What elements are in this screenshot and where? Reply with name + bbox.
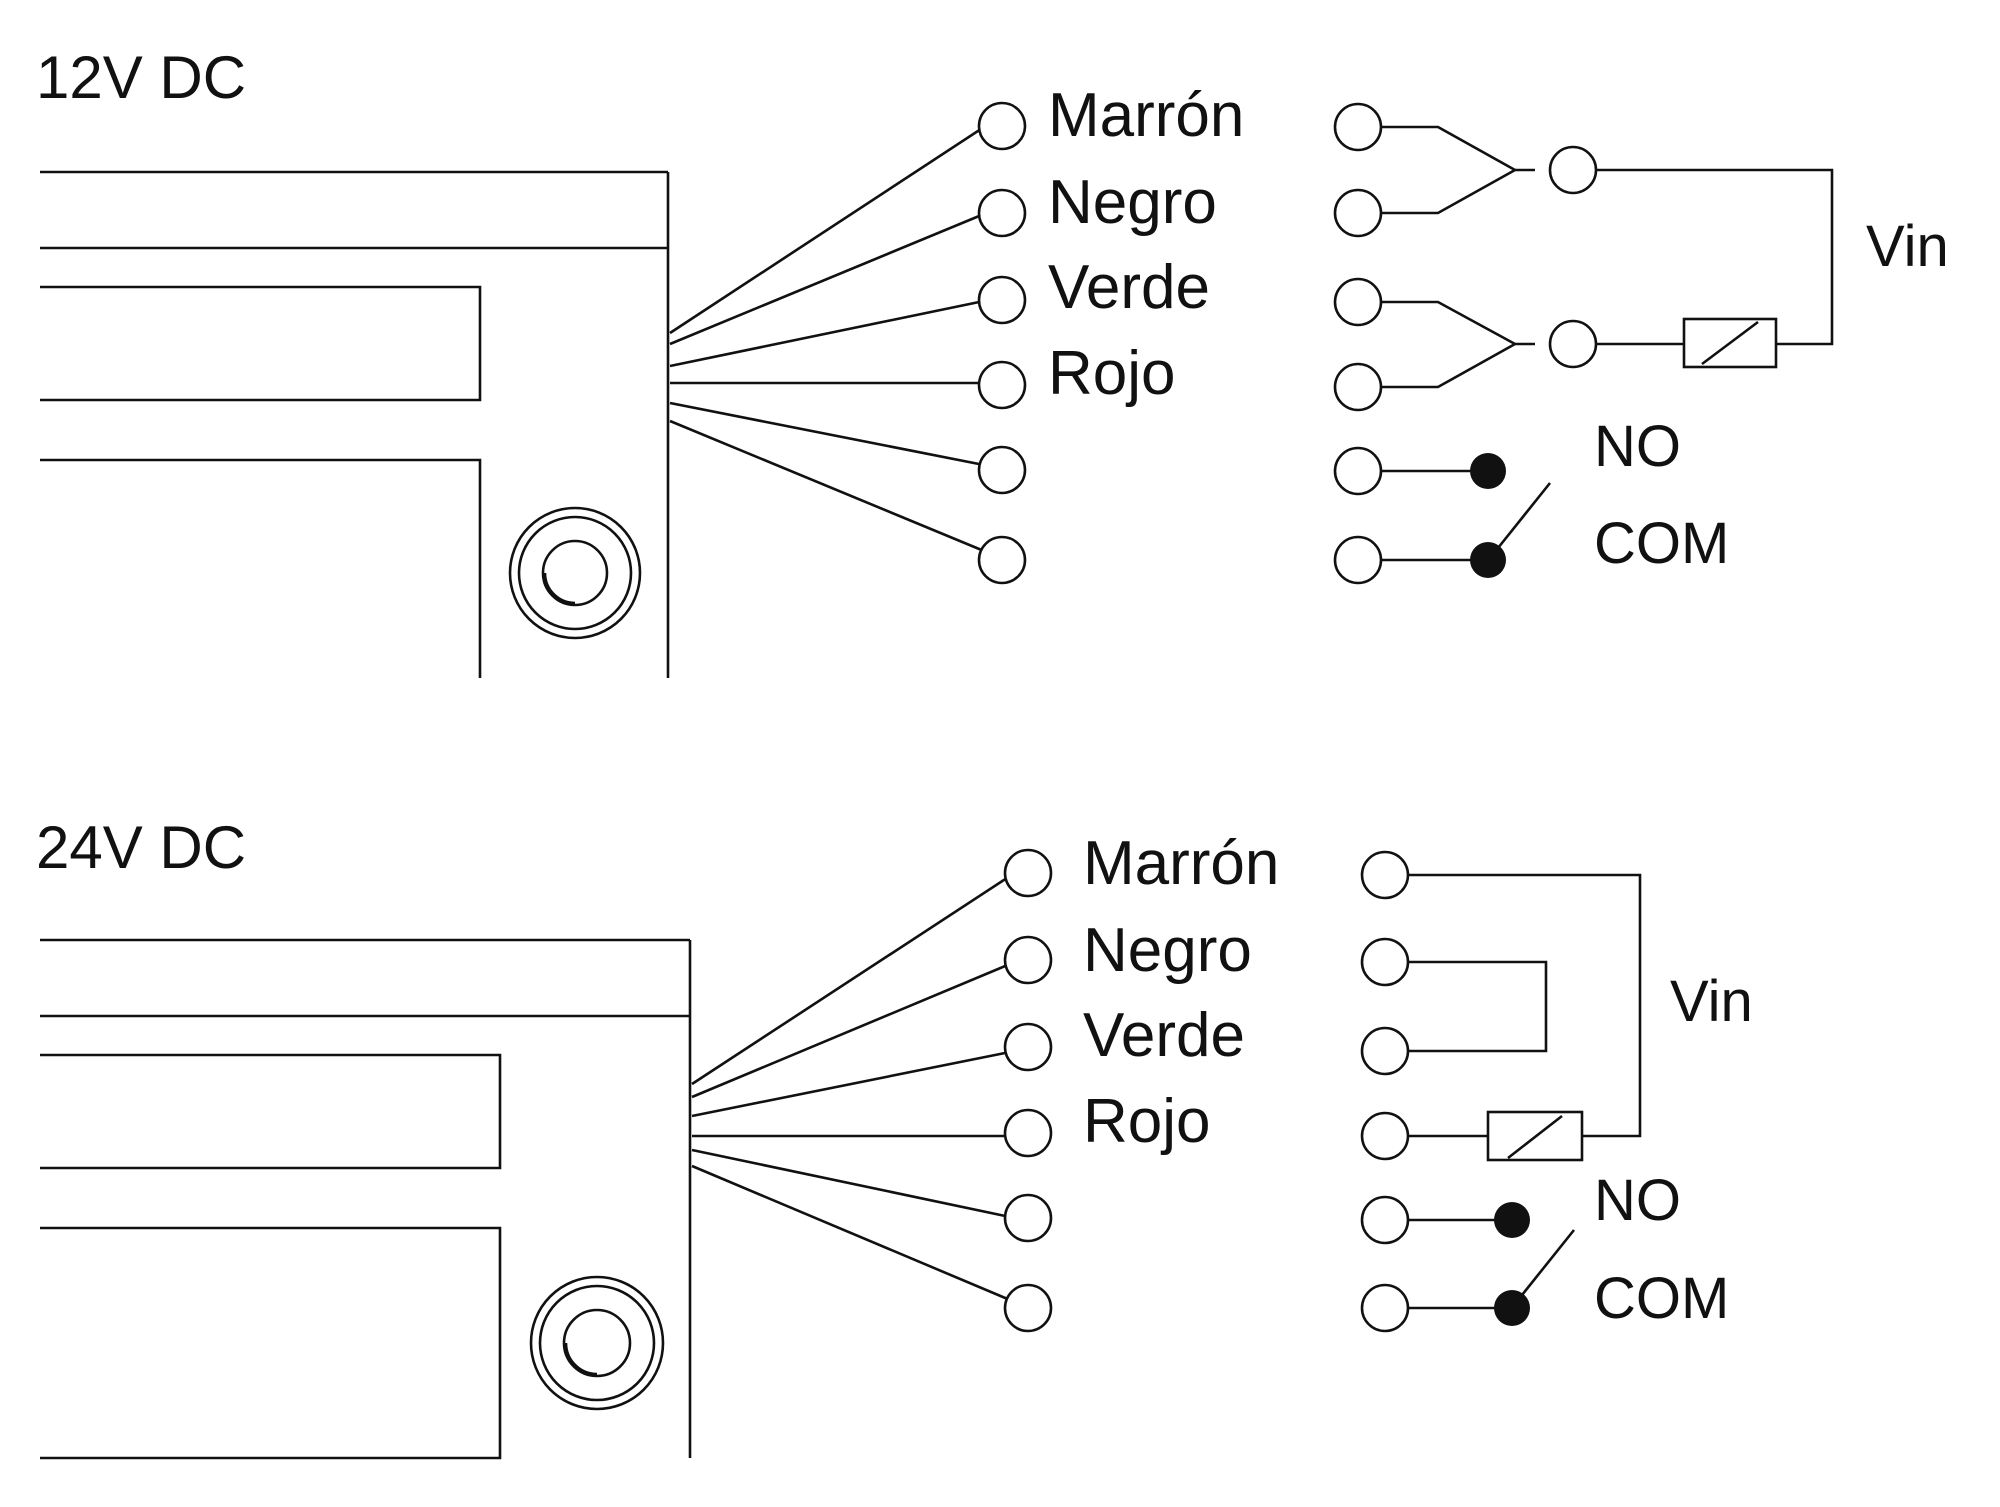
panel-24v: 24V DC (36, 814, 1753, 1460)
lock-body-12v (40, 170, 670, 678)
terminal (1333, 102, 1383, 152)
wire-end-unused-1 (977, 445, 1027, 495)
com-contact-12v (1470, 542, 1506, 578)
wire-label-green: Verde (1048, 253, 1210, 322)
connections-12v (1381, 125, 1834, 578)
terminal (1360, 1283, 1410, 1333)
vin-label-24v: Vin (1670, 969, 1753, 1034)
terminal (1360, 850, 1410, 900)
terminal (1360, 1111, 1410, 1161)
terminal (1333, 188, 1383, 238)
terminal (1333, 362, 1383, 412)
panel-title-12v: 12V DC (36, 44, 246, 111)
relay-coil-12v (1682, 317, 1778, 369)
terminal (1360, 1026, 1410, 1076)
wire-ends-12v (977, 101, 1027, 585)
terminal (1360, 937, 1410, 987)
wire-end-green (1003, 1022, 1053, 1072)
terminal (1548, 145, 1598, 195)
key-cylinder-12v (508, 506, 642, 640)
terminal (1333, 535, 1383, 585)
terminals-24v (1360, 850, 1410, 1333)
wire-end-green (977, 275, 1027, 325)
wire-end-black (1003, 935, 1053, 985)
wire-label-black: Negro (1083, 916, 1252, 985)
wire-end-red (1003, 1108, 1053, 1158)
com-label-12v: COM (1594, 511, 1729, 576)
terminals-12v (1333, 102, 1598, 585)
no-label-12v: NO (1594, 414, 1681, 479)
terminal (1360, 1195, 1410, 1245)
wire-label-brown: Marrón (1048, 81, 1244, 150)
terminal (1548, 319, 1598, 369)
lock-body-24v (40, 938, 692, 1460)
wire-label-brown: Marrón (1083, 829, 1279, 898)
terminal (1333, 277, 1383, 327)
wire-label-green: Verde (1083, 1001, 1245, 1070)
relay-coil-24v (1486, 1110, 1584, 1162)
cable-fan-12v (669, 125, 1004, 553)
wire-label-red: Rojo (1048, 339, 1176, 408)
no-contact-12v (1470, 453, 1506, 489)
terminal (1333, 446, 1383, 496)
wire-end-brown (977, 101, 1027, 151)
panel-title-24v: 24V DC (36, 814, 246, 881)
wire-end-black (977, 188, 1027, 238)
no-contact-24v (1494, 1202, 1530, 1238)
wire-end-unused-1 (1003, 1193, 1053, 1243)
wire-end-brown (1003, 848, 1053, 898)
no-label-24v: NO (1594, 1168, 1681, 1233)
panel-12v: 12V DC (36, 44, 1949, 678)
com-contact-24v (1494, 1290, 1530, 1326)
vin-label-12v: Vin (1866, 214, 1949, 279)
cable-fan-24v (691, 874, 1032, 1302)
wire-label-black: Negro (1048, 168, 1217, 237)
com-label-24v: COM (1594, 1266, 1729, 1331)
wire-ends-24v (1003, 848, 1053, 1333)
key-cylinder-24v (529, 1275, 665, 1411)
wire-end-unused-2 (1003, 1283, 1053, 1333)
wire-label-red: Rojo (1083, 1087, 1211, 1156)
wire-end-unused-2 (977, 535, 1027, 585)
connections-24v (1407, 873, 1642, 1326)
wire-end-red (977, 360, 1027, 410)
